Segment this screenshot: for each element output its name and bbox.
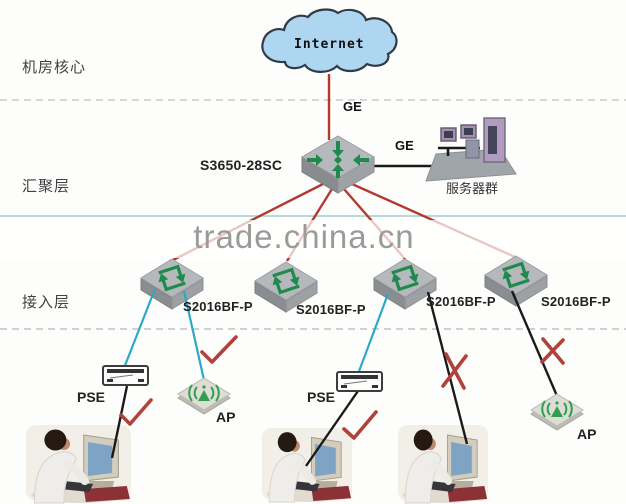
x-icon-2 xyxy=(540,337,565,365)
link-as1-pse1 xyxy=(122,288,157,369)
ge-label-uplink: GE xyxy=(343,99,362,114)
pse-2-label: PSE xyxy=(307,389,336,405)
check-icon-3 xyxy=(342,410,378,440)
check-icon-2 xyxy=(119,398,153,426)
core-switch-label: S3650-28SC xyxy=(200,157,283,173)
user-workstation-3 xyxy=(398,425,488,503)
internet-label: Internet xyxy=(294,37,365,52)
server-tower xyxy=(483,117,506,163)
check-icon-1 xyxy=(200,335,238,364)
link-pse2-pc2 xyxy=(305,390,359,467)
server-monitor-1 xyxy=(440,127,457,142)
server-group xyxy=(425,117,517,182)
pse-device-2 xyxy=(336,371,383,392)
access-switch-3-label: S2016BF-P xyxy=(426,294,496,309)
layer-label-core: 机房核心 xyxy=(22,59,87,76)
pse-1-label: PSE xyxy=(77,389,106,405)
ap-1-label: AP xyxy=(216,409,236,425)
access-switch-2-label: S2016BF-P xyxy=(296,302,366,317)
server-monitor-2 xyxy=(460,124,477,139)
server-group-label: 服务器群 xyxy=(446,181,499,196)
access-switch-4-label: S2016BF-P xyxy=(541,294,611,309)
switch-arrows-icon xyxy=(307,141,369,178)
watermark-text: trade.china.cn xyxy=(193,218,415,255)
pse-device-1 xyxy=(102,365,149,386)
watermark-band xyxy=(0,220,626,258)
ap-device-2 xyxy=(530,393,584,431)
link-as4-ap2 xyxy=(510,290,559,397)
ap-2-label: AP xyxy=(577,426,597,442)
link-as3-pse2 xyxy=(356,293,390,375)
ge-label-server: GE xyxy=(395,138,414,153)
access-switch-1-label: S2016BF-P xyxy=(183,299,253,314)
cyan-links xyxy=(122,288,390,381)
x-icon-1 xyxy=(441,352,468,390)
link-as1-ap1 xyxy=(182,290,206,381)
link-as3-pc3 xyxy=(426,291,469,445)
internet-cloud xyxy=(261,8,398,73)
layer-label-aggregation: 汇聚层 xyxy=(22,178,71,195)
black-links xyxy=(110,290,559,467)
layer-label-access: 接入层 xyxy=(22,294,71,311)
core-switch xyxy=(301,135,375,194)
link-pse1-pc1 xyxy=(110,385,129,459)
